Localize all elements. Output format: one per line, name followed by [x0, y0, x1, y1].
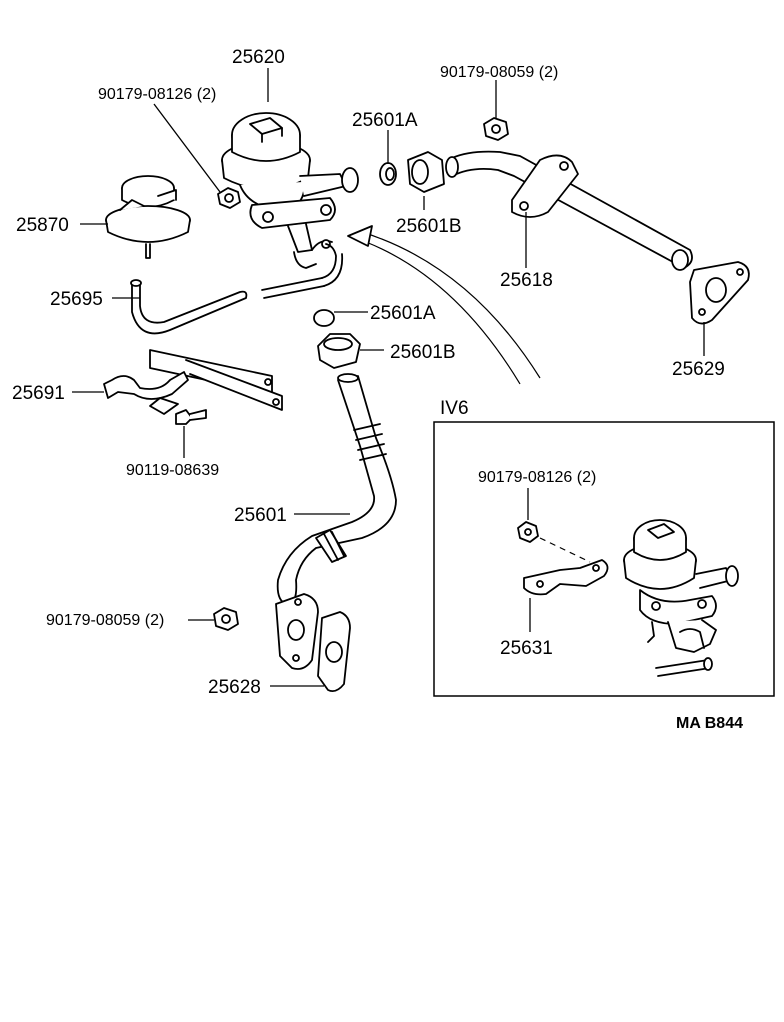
gasket-25629 [689, 261, 750, 325]
nut-90179-08059-top [483, 117, 509, 141]
part-labels: 25620 90179-08126 (2) 90179-08059 (2) 25… [12, 47, 725, 698]
label-25601A-top: 25601A [352, 110, 418, 131]
gasket-25601A-middle [313, 309, 335, 327]
nut-25601B-upper [407, 151, 445, 193]
inset-egr-valve [623, 519, 739, 677]
label-90179-08059-top: 90179-08059 (2) [440, 64, 558, 81]
inset-iv6: IV6 90179-08126 (2) 25631 [433, 398, 775, 697]
drawing-code: MA B844 [676, 715, 743, 732]
nut-25601B-middle [317, 333, 361, 369]
label-90179-08126: 90179-08126 (2) [98, 86, 216, 103]
inset-title: IV6 [440, 398, 469, 419]
label-25629: 25629 [672, 359, 725, 380]
label-25618: 25618 [500, 270, 553, 291]
label-25691: 25691 [12, 383, 65, 404]
label-25870: 25870 [16, 215, 69, 236]
label-25601B-middle: 25601B [390, 342, 456, 363]
nut-90179-08126-a [217, 187, 241, 209]
egr-valve-25620 [221, 112, 359, 269]
flange-25628 [275, 593, 351, 693]
label-25601B-top: 25601B [396, 216, 462, 237]
label-90119-08639: 90119-08639 [126, 462, 219, 479]
inset-nut [517, 521, 539, 543]
nut-90179-08059-bottom [213, 607, 239, 631]
label-25601: 25601 [234, 505, 287, 526]
label-25601A-middle: 25601A [370, 303, 436, 324]
bracket-25691 [103, 349, 283, 415]
pipe-25618 [445, 150, 693, 271]
inset-frame [433, 421, 775, 697]
bolt-90119-08639 [175, 409, 207, 425]
vsv-25870 [105, 175, 191, 259]
pipe-25601 [276, 373, 397, 605]
gasket-25601A-upper [379, 162, 397, 186]
label-25620: 25620 [232, 47, 285, 68]
flow-arrow [347, 225, 541, 385]
label-inset-90179-08126: 90179-08126 (2) [478, 469, 596, 486]
label-25695: 25695 [50, 289, 103, 310]
hose-25695 [130, 243, 344, 335]
inset-bracket-25631 [523, 559, 609, 596]
label-25628: 25628 [208, 677, 261, 698]
leader-lines [72, 68, 705, 687]
label-inset-25631: 25631 [500, 638, 553, 659]
label-90179-08059-bottom: 90179-08059 (2) [46, 612, 164, 629]
